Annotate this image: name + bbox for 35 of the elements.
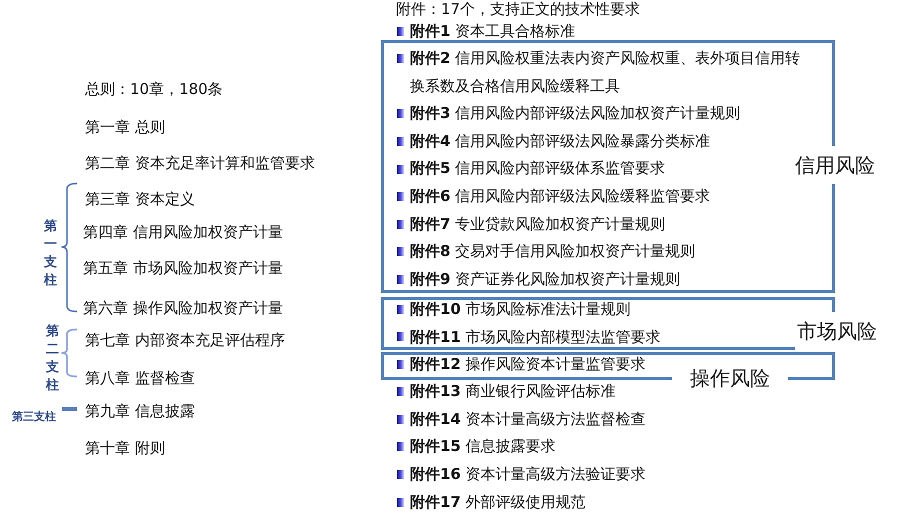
annex-item: 附件3 信用风险内部评级法风险加权资产计量规则 <box>410 103 740 124</box>
chapter-title: 第三章 资本定义 <box>85 190 195 208</box>
annex-item: 附件13 商业银行风险评估标准 <box>410 382 616 400</box>
chapter-title: 第四章 信用风险加权资产计量 <box>83 223 283 241</box>
chapter-title: 第九章 信息披露 <box>85 402 195 420</box>
chapter-title: 第六章 操作风险加权资产计量 <box>83 299 283 317</box>
annex-item: 附件16 资本计量高级方法验证要求 <box>410 465 646 483</box>
annex-item: 附件1 资本工具合格标准 <box>410 22 576 40</box>
annex-item: 附件5 信用风险内部评级体系监管要求 <box>410 158 666 180</box>
group-title: 市场风险 <box>795 312 879 350</box>
pillar-label: 第二支柱 <box>46 323 59 395</box>
annex-item: 附件14 资本计量高级方法监督检查 <box>410 410 646 428</box>
annex-item: 附件10 市场风险标准法计量规则 <box>410 300 631 318</box>
pillar-label: 第三支柱 <box>12 410 56 424</box>
summary-text: 附件：17个，支持正文的技术性要求 <box>396 0 640 18</box>
annex-item: 附件15 信息披露要求 <box>410 437 556 455</box>
group-title: 信用风险 <box>793 146 877 184</box>
chapter-title: 第一章 总则 <box>85 118 165 136</box>
annex-item: 附件17 外部评级使用规范 <box>410 493 586 511</box>
chapter-title: 第五章 市场风险加权资产计量 <box>83 259 283 277</box>
annex-item: 附件7 专业贷款风险加权资产计量规则 <box>410 214 666 235</box>
chapter-title: 第七章 内部资本充足评估程序 <box>85 331 285 349</box>
annex-item: 附件12 操作风险资本计量监管要求 <box>410 355 646 373</box>
annex-item: 附件2 信用风险权重法表内资产风险权重、表外项目信用转换系数及合格信用风险缓释工具 <box>410 48 802 97</box>
summary-text: 总则：10章，180条 <box>85 80 223 98</box>
pillar-label: 第一支柱 <box>44 218 57 290</box>
annex-item: 附件8 交易对手信用风险加权资产计量规则 <box>410 241 696 262</box>
annex-item: 附件11 市场风险内部模型法监管要求 <box>410 328 661 346</box>
chapter-title: 第二章 资本充足率计算和监管要求 <box>85 154 315 172</box>
annex-item: 附件6 信用风险内部评级法风险缓释监管要求 <box>410 186 710 207</box>
annex-item: 附件9 资产证券化风险加权资产计量规则 <box>410 268 680 290</box>
chapter-title: 第八章 监督检查 <box>85 369 195 387</box>
annex-item: 附件4 信用风险内部评级法风险暴露分类标准 <box>410 130 710 152</box>
chapter-title: 第十章 附则 <box>85 439 165 457</box>
group-title: 操作风险 <box>672 367 788 389</box>
